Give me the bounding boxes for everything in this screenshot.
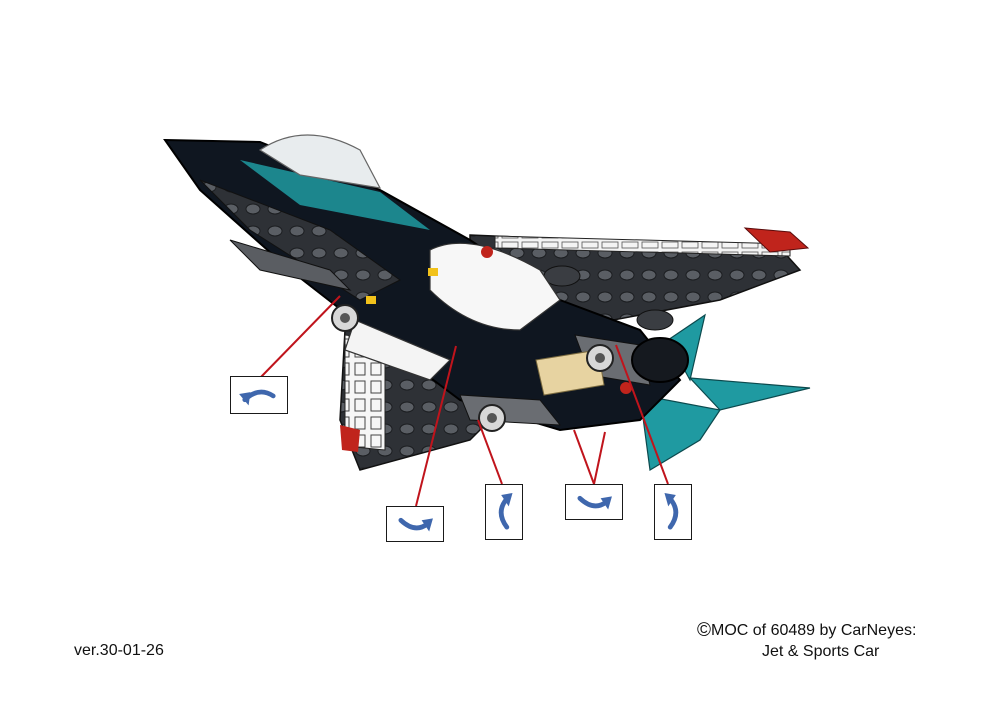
rotate-callout-1 (230, 376, 288, 414)
rotate-callout-2 (386, 506, 444, 542)
rotate-callout-4 (565, 484, 623, 520)
rotate-arrow-icon (398, 517, 433, 532)
credit-line-2: Jet & Sports Car (762, 643, 880, 660)
credit-block: ©MOC of 60489 by CarNeyes: Jet & Sports … (697, 620, 967, 662)
landing-gear (331, 304, 614, 432)
rotate-callout-5 (654, 484, 692, 540)
rotate-arrow-icon (498, 493, 513, 530)
rotate-arrow-icon (239, 389, 276, 406)
tail-fins (639, 313, 811, 471)
version-label: ver.30-01-26 (74, 642, 164, 659)
rotate-arrow-icon (664, 493, 679, 530)
copyright-symbol: © (697, 620, 711, 641)
rotate-callout-3 (485, 484, 523, 540)
pointer-lines (259, 295, 669, 507)
fuselage (163, 134, 689, 432)
credit-line-1: MOC of 60489 by CarNeyes: (711, 622, 917, 639)
rotate-arrow-icon (577, 495, 612, 510)
